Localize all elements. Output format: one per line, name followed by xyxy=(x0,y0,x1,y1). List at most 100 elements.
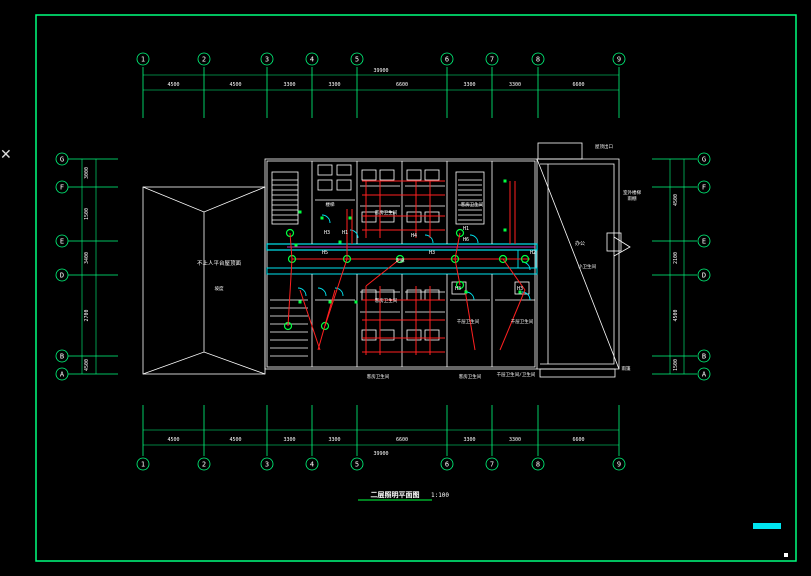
circuit-label: H3 xyxy=(455,286,461,292)
axis-bubble xyxy=(55,234,69,248)
right-wing-inner xyxy=(540,163,615,365)
fixture-box xyxy=(424,169,440,181)
stair-arrow xyxy=(613,236,631,257)
switch-mark xyxy=(338,240,342,244)
circuit-label: H4 xyxy=(411,233,417,239)
dimension-text: 6600 xyxy=(396,82,408,88)
axis-bubble xyxy=(260,457,274,471)
door-swing xyxy=(469,234,479,244)
door-swing xyxy=(521,291,531,301)
drawing-title: 二层照明平面图 xyxy=(371,490,420,499)
axis-bubble xyxy=(55,367,69,381)
dimension-text: 4500 xyxy=(229,82,241,88)
axis-label: D xyxy=(60,272,64,280)
axis-label: 5 xyxy=(355,56,359,64)
outer-frame xyxy=(35,14,797,562)
door-swing xyxy=(297,287,307,297)
axis-bubble xyxy=(612,52,626,66)
light-fixture xyxy=(520,254,530,264)
axis-label: 9 xyxy=(617,56,621,64)
close-icon[interactable]: ✕ xyxy=(0,147,12,163)
right-wing-diagonal xyxy=(536,158,620,370)
axis-label: 1 xyxy=(141,461,145,469)
room-label-right-hall: 办公 xyxy=(575,240,585,247)
circuit-label: H1 xyxy=(463,226,469,232)
switch-mark xyxy=(354,300,358,304)
axis-bubble xyxy=(485,52,499,66)
bottom-note-3: 千层卫生间/卫生间 xyxy=(497,371,536,378)
light-fixture xyxy=(455,228,465,238)
door-swing xyxy=(321,214,331,224)
dimension-total: 39900 xyxy=(373,451,388,457)
dimension-text: 3300 xyxy=(463,82,475,88)
axis-bubble xyxy=(485,457,499,471)
axis-label: 2 xyxy=(202,56,206,64)
switch-mark xyxy=(328,300,332,304)
axis-bubble xyxy=(697,367,711,381)
axis-label: 8 xyxy=(536,461,540,469)
fixture-box xyxy=(361,211,377,223)
axis-label: 8 xyxy=(536,56,540,64)
room-label-guest4: 千层卫生间 xyxy=(457,318,480,325)
corner-marker xyxy=(784,553,788,557)
door-swing xyxy=(317,287,327,297)
roof-exit-box xyxy=(537,142,583,160)
axis-bubble xyxy=(612,457,626,471)
fixture-box xyxy=(336,179,352,191)
axis-bubble xyxy=(55,152,69,166)
door-swing xyxy=(334,287,344,297)
switch-mark xyxy=(464,290,468,294)
light-fixture xyxy=(395,254,405,264)
stair-left xyxy=(271,171,299,225)
room-note-right1: 室外楼梯 xyxy=(623,189,641,196)
door-swing xyxy=(424,234,434,244)
dimension-text: 2100 xyxy=(673,252,679,264)
fixture-box xyxy=(317,179,333,191)
room-label-guest1: 客房卫生间 xyxy=(375,209,398,216)
wiring-line xyxy=(287,258,293,327)
light-fixture xyxy=(320,321,330,331)
fixture-box xyxy=(361,169,377,181)
dimension-text: 3300 xyxy=(509,82,521,88)
wiring-line xyxy=(289,232,293,260)
axis-bubble xyxy=(350,457,364,471)
switch-mark xyxy=(503,179,507,183)
lighting-layer xyxy=(283,179,530,355)
switch-mark xyxy=(348,216,352,220)
circuit-label: H5 xyxy=(322,250,328,256)
axis-label: 5 xyxy=(355,461,359,469)
fixture-box xyxy=(514,281,530,295)
dimension-text: 3000 xyxy=(84,167,90,179)
circuit-label: H3 xyxy=(517,286,523,292)
axis-label: 6 xyxy=(445,461,449,469)
dimension-text: 3300 xyxy=(328,82,340,88)
light-fixture xyxy=(498,254,508,264)
room-label-guest3: 客房卫生间 xyxy=(461,201,484,208)
wiring-line xyxy=(464,289,476,351)
plan-walls-layer xyxy=(142,142,631,378)
dimension-text: 4500 xyxy=(167,437,179,443)
axis-label: 4 xyxy=(310,56,314,64)
dimension-text: 3400 xyxy=(84,252,90,264)
dimension-text: 4500 xyxy=(84,359,90,371)
light-fixture xyxy=(455,280,465,290)
circuit-label: H3 xyxy=(429,250,435,256)
fixture-box xyxy=(406,211,422,223)
fixture-box xyxy=(406,169,422,181)
fixture-box xyxy=(406,289,422,301)
axis-label: D xyxy=(702,272,706,280)
fixture-box xyxy=(336,164,352,176)
circuit-label: H6 xyxy=(463,237,469,243)
dimension-text: 6600 xyxy=(396,437,408,443)
wiring-line xyxy=(454,258,461,286)
room-label-stair: 楼梯 xyxy=(326,201,335,208)
fixture-box xyxy=(379,169,395,181)
axis-grid-layer: 1122334455667788994500450045004500330033… xyxy=(55,52,711,471)
fixture-box xyxy=(317,164,333,176)
axis-bubble xyxy=(697,234,711,248)
wiring-line xyxy=(365,258,401,287)
axis-bubble xyxy=(305,457,319,471)
stair-right xyxy=(455,171,485,225)
room-label-roof-sub: 坡度 xyxy=(215,285,224,292)
